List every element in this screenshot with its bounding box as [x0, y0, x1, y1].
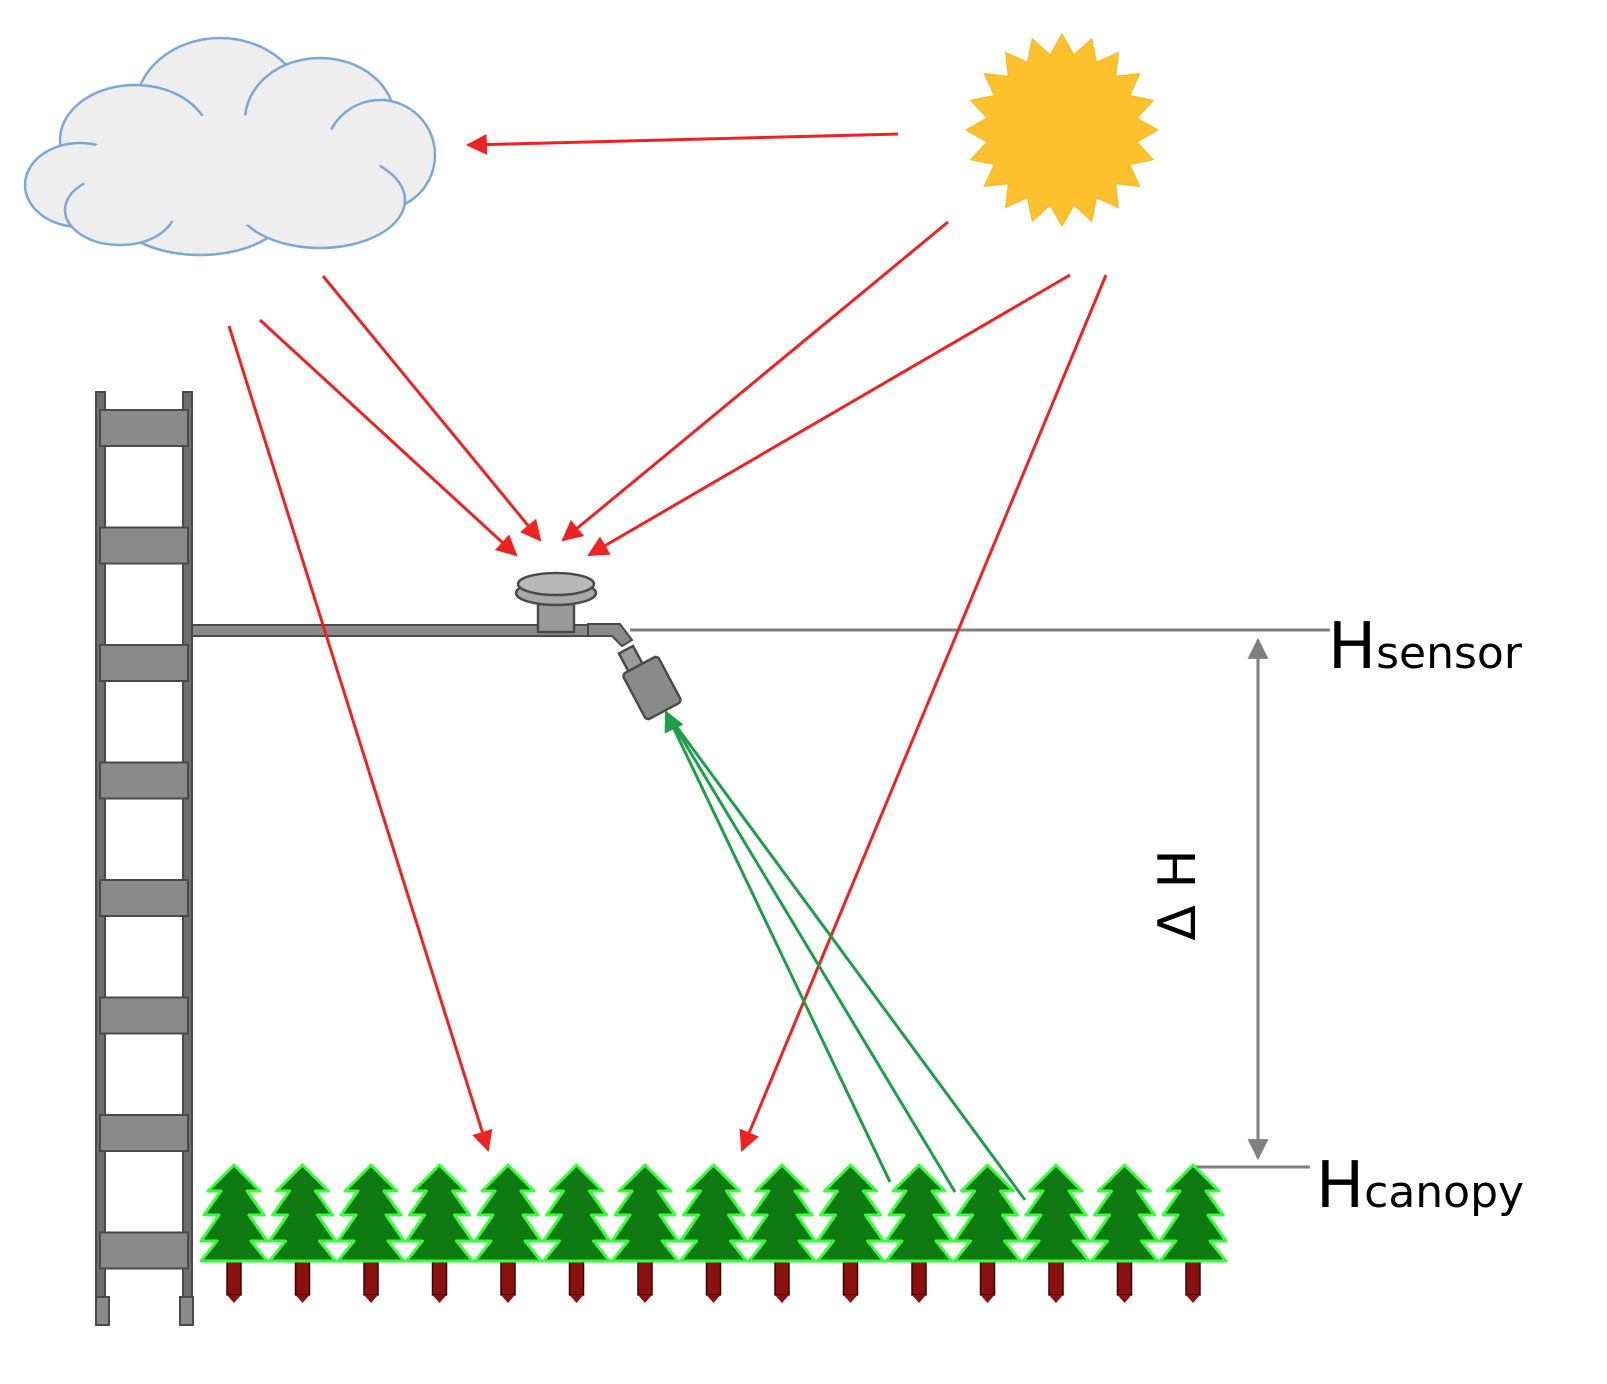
tree-icon — [336, 1163, 406, 1305]
ladder-rung — [99, 761, 189, 800]
ladder-rung — [99, 1231, 189, 1270]
diffuse-rays — [227, 275, 542, 1153]
tree-icon — [199, 1163, 269, 1305]
tree-icon — [268, 1163, 337, 1305]
tree-icon — [884, 1163, 954, 1305]
tree-icon — [473, 1163, 543, 1305]
sun-to-canopy-ray — [739, 274, 1108, 1152]
radiometer-icon — [617, 644, 682, 721]
cloud-to-sensor-ray — [258, 318, 518, 557]
sun-to-sensor-ray — [587, 273, 1071, 557]
tree-icon — [1090, 1163, 1159, 1305]
ladder-rung — [99, 996, 189, 1035]
solar-rays — [465, 132, 1108, 1152]
cloud-icon — [23, 36, 437, 257]
h-canopy-label: Hcanopy — [1316, 1149, 1524, 1223]
sun-to-cloud-ray — [465, 132, 899, 156]
tree-icon — [816, 1163, 885, 1305]
tree-icon — [610, 1163, 680, 1305]
tree-icon — [953, 1163, 1022, 1305]
tree-icon — [542, 1163, 611, 1305]
tree-icon — [1021, 1163, 1091, 1305]
tree-icon — [747, 1163, 817, 1305]
sensor-boom — [191, 623, 634, 648]
ladder-rung — [99, 644, 189, 682]
sun-to-sensor-ray — [561, 220, 949, 542]
ladder-rung — [99, 526, 189, 565]
tree-icon — [1158, 1163, 1228, 1305]
tree-icon — [679, 1163, 748, 1305]
ladder-tower — [95, 391, 194, 1326]
tree-icon — [405, 1163, 474, 1305]
ladder-rung — [99, 1114, 189, 1152]
sun-icon — [964, 32, 1160, 228]
ladder-rung — [99, 879, 189, 917]
h-sensor-label: Hsensor — [1328, 610, 1523, 684]
delta-h-label: Δ H — [1148, 849, 1208, 940]
pyranometer-icon — [514, 571, 598, 634]
reflected-rays — [664, 710, 1027, 1201]
cloud-to-sensor-ray — [321, 275, 542, 542]
ladder-rung — [99, 409, 189, 447]
tree-row — [199, 1163, 1228, 1305]
cloud-to-canopy-ray — [227, 325, 493, 1153]
reference-lines — [630, 628, 1330, 1169]
